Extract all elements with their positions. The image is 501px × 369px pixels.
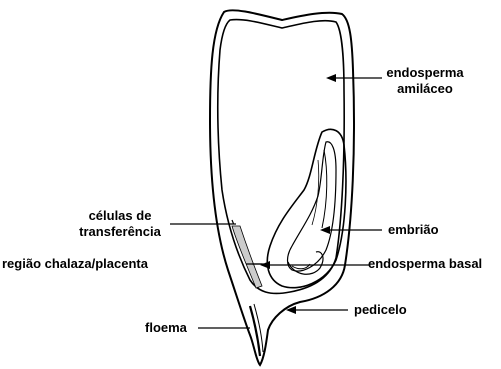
label-endosperma-amilaceo-line1: endosperma	[380, 65, 470, 81]
chalaza-region	[232, 226, 262, 288]
label-endosperma-amilaceo-line2: amiláceo	[380, 81, 470, 97]
label-pedicelo: pedicelo	[354, 302, 407, 318]
arrowhead-endosperma-basal	[260, 261, 270, 269]
arrowhead-endosperma-amilaceo	[326, 74, 336, 82]
embryo-axis-2	[312, 160, 319, 225]
label-embriao: embrião	[388, 222, 439, 238]
label-celulas-line1: células de	[70, 208, 170, 224]
label-regiao-chalaza: região chalaza/placenta	[2, 256, 148, 272]
label-endosperma-basal: endosperma basal	[368, 256, 482, 272]
label-celulas-line2: transferência	[70, 224, 170, 240]
seed-outer-outline	[210, 10, 354, 365]
label-endosperma-amilaceo: endosperma amiláceo	[380, 65, 470, 97]
arrowhead-embriao	[320, 226, 330, 234]
label-floema: floema	[145, 320, 187, 336]
label-celulas-transferencia: células de transferência	[70, 208, 170, 240]
embryo-inner	[288, 142, 337, 271]
